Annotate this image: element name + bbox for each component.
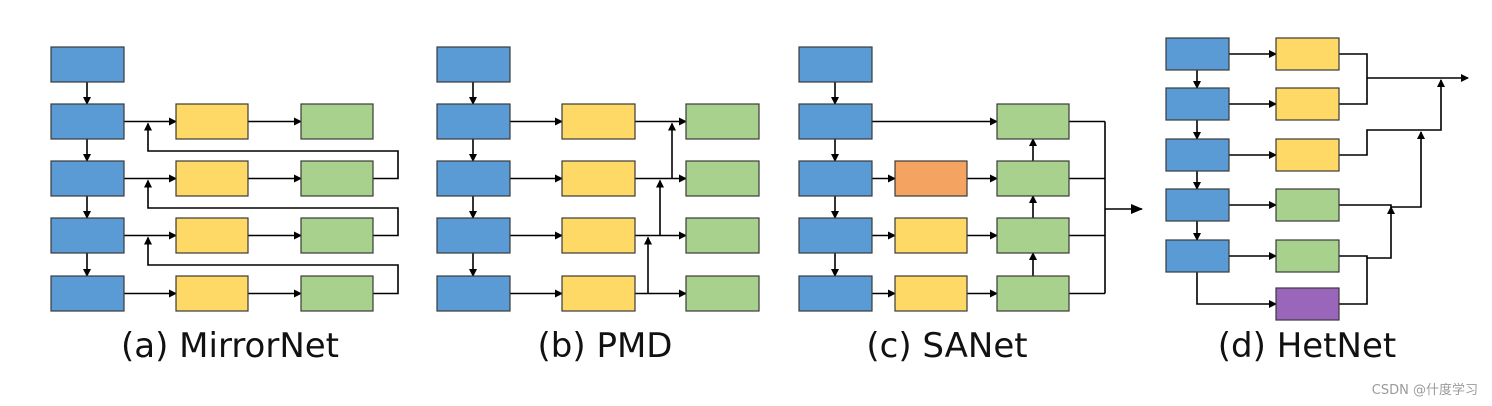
hetnet-yellow-module	[1275, 138, 1340, 172]
mirrornet-green-module	[300, 275, 374, 312]
hetnet-low-to-high	[1339, 131, 1425, 208]
pmd-yellow-module	[561, 217, 636, 254]
mirrornet-yellow-module	[175, 217, 249, 254]
watermark-text: CSDN @什度学习	[1372, 382, 1478, 398]
caption-hetnet: (d) HetNet	[1218, 326, 1396, 366]
pmd-encoder-block	[436, 217, 511, 254]
hetnet-encoder-block	[1165, 188, 1230, 222]
pmd-yellow-module	[561, 160, 636, 197]
hetnet-encoder-to-purple	[1196, 272, 1277, 308]
pmd-encoder-block	[436, 275, 511, 312]
mirrornet-encoder-block	[50, 217, 125, 254]
pmd-green-module	[685, 103, 760, 140]
hetnet-encoder-block	[1165, 138, 1230, 172]
sanet-green-module	[996, 217, 1070, 254]
module-blocks	[50, 37, 1340, 321]
hetnet-yellow-merge-up	[1339, 79, 1445, 156]
pmd-encoder-block	[436, 160, 511, 197]
hetnet-green-merge-up	[1339, 206, 1395, 305]
hetnet-yellow-module	[1275, 37, 1340, 71]
pmd-encoder-block	[436, 46, 511, 83]
sanet-yellow-module	[894, 217, 968, 254]
pmd-yellow-module	[561, 275, 636, 312]
mirrornet-green-module	[300, 160, 374, 197]
hetnet-purple-module	[1275, 287, 1340, 321]
sanet-encoder-block	[798, 103, 873, 140]
caption-sanet: (c) SANet	[866, 326, 1027, 366]
caption-mirrornet: (a) MirrorNet	[121, 326, 339, 366]
hetnet-green-module	[1275, 239, 1340, 273]
mirrornet-green-module	[300, 103, 374, 140]
pmd-green-module	[685, 160, 760, 197]
mirrornet-encoder-block	[50, 103, 125, 140]
connection-lines	[83, 50, 1469, 308]
sanet-green-module	[996, 103, 1070, 140]
mirrornet-feedback-line	[144, 179, 399, 237]
sanet-yellow-module	[894, 275, 968, 312]
mirrornet-encoder-block	[50, 275, 125, 312]
hetnet-green-merge	[1339, 255, 1368, 258]
mirrornet-feedback-line	[144, 122, 399, 180]
mirrornet-yellow-module	[175, 103, 249, 140]
sanet-encoder-block	[798, 217, 873, 254]
mirrornet-green-module	[300, 217, 374, 254]
mirrornet-encoder-block	[50, 46, 125, 83]
sanet-green-module	[996, 160, 1070, 197]
sanet-orange-module	[894, 160, 968, 197]
pmd-green-module	[685, 275, 760, 312]
pmd-green-module	[685, 217, 760, 254]
hetnet-encoder-block	[1165, 87, 1230, 121]
mirrornet-feedback-line	[144, 236, 399, 295]
hetnet-encoder-block	[1165, 239, 1230, 273]
pmd-encoder-block	[436, 103, 511, 140]
hetnet-yellow-merge	[1339, 53, 1368, 105]
pmd-yellow-module	[561, 103, 636, 140]
caption-pmd: (b) PMD	[538, 326, 673, 366]
sanet-encoder-block	[798, 160, 873, 197]
mirrornet-encoder-block	[50, 160, 125, 197]
mirrornet-yellow-module	[175, 275, 249, 312]
hetnet-yellow-module	[1275, 87, 1340, 121]
sanet-encoder-block	[798, 46, 873, 83]
hetnet-green-module	[1275, 188, 1340, 222]
sanet-green-module	[996, 275, 1070, 312]
sanet-encoder-block	[798, 275, 873, 312]
hetnet-encoder-block	[1165, 37, 1230, 71]
mirrornet-yellow-module	[175, 160, 249, 197]
